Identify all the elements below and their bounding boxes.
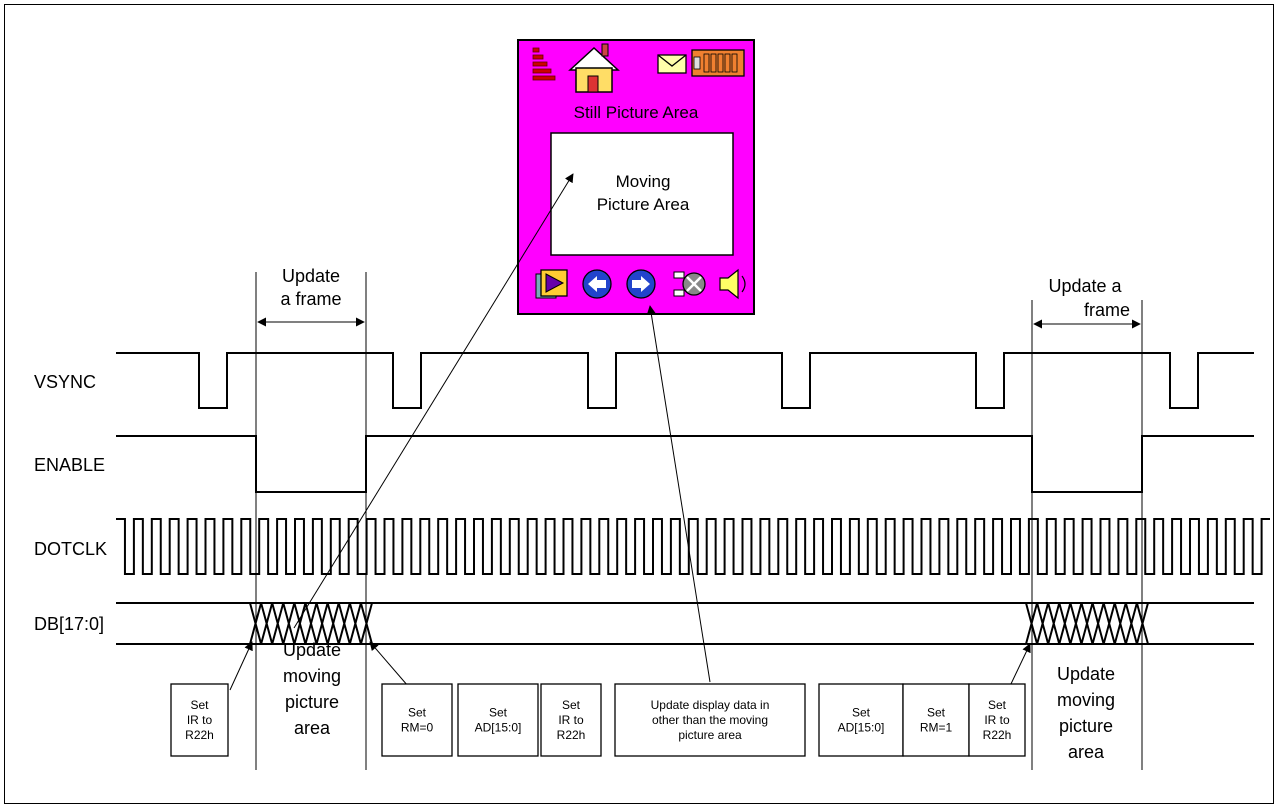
play-icon bbox=[535, 269, 568, 299]
command-box-5-line-1: Update display data in bbox=[651, 698, 770, 712]
arrow-box2-to-db bbox=[369, 641, 409, 687]
marker-lines bbox=[255, 272, 1143, 770]
command-box-4-line-2: IR to bbox=[558, 713, 584, 727]
command-box-6-line-2: AD[15:0] bbox=[838, 721, 885, 735]
command-box-3-line-1: Set bbox=[489, 706, 508, 720]
command-box-5-line-2: other than the moving bbox=[652, 713, 768, 727]
diagram-frame bbox=[4, 4, 1274, 804]
update-frame-right-2: frame bbox=[1084, 300, 1130, 320]
speaker-icon bbox=[719, 268, 746, 300]
command-box-2-line-1: Set bbox=[408, 706, 427, 720]
vsync-waveform bbox=[116, 352, 1254, 409]
moving-area-label-1: Moving bbox=[616, 172, 671, 191]
home-icon bbox=[568, 43, 620, 93]
db-label: DB[17:0] bbox=[34, 614, 104, 634]
update-frame-left-1: Update bbox=[282, 266, 340, 286]
mail-icon bbox=[657, 54, 687, 74]
command-box-7-line-2: RM=1 bbox=[920, 721, 953, 735]
db-data-burst-1 bbox=[249, 602, 373, 645]
command-box-8-line-1: Set bbox=[988, 698, 1007, 712]
network-icon bbox=[673, 271, 706, 297]
command-box-3-line-2: AD[15:0] bbox=[475, 721, 522, 735]
enable-label: ENABLE bbox=[34, 455, 105, 475]
still-picture-area-label: Still Picture Area bbox=[574, 103, 699, 122]
moving-picture-area bbox=[550, 132, 734, 256]
moving-area-label-2: Picture Area bbox=[597, 195, 690, 214]
update-frame-left-2: a frame bbox=[280, 289, 341, 309]
update-moving-right-3: picture bbox=[1059, 716, 1113, 736]
dotclk-label: DOTCLK bbox=[34, 539, 107, 559]
update-moving-left-2: moving bbox=[283, 666, 341, 686]
command-box-1-line-1: Set bbox=[190, 698, 209, 712]
arrow-to-still-area bbox=[646, 305, 711, 683]
update-moving-left-4: area bbox=[294, 718, 331, 738]
update-moving-left-1: Update bbox=[283, 640, 341, 660]
command-box-4-line-3: R22h bbox=[557, 728, 586, 742]
command-box-1-line-3: R22h bbox=[185, 728, 214, 742]
phone-display: Still Picture Area Moving Picture Area bbox=[517, 39, 755, 315]
update-moving-left-3: picture bbox=[285, 692, 339, 712]
update-moving-right-2: moving bbox=[1057, 690, 1115, 710]
dotclk-waveform bbox=[116, 518, 1270, 575]
command-box-5-line-3: picture area bbox=[678, 728, 742, 742]
command-box-6-line-1: Set bbox=[852, 706, 871, 720]
battery-icon bbox=[691, 49, 745, 77]
arrow-box1-to-db bbox=[229, 641, 253, 691]
command-box-8-line-3: R22h bbox=[983, 728, 1012, 742]
update-moving-right-4: area bbox=[1068, 742, 1105, 762]
db-data-burst-2 bbox=[1025, 602, 1149, 645]
command-box-8-line-2: IR to bbox=[984, 713, 1010, 727]
arrow-box8-to-db bbox=[1009, 643, 1031, 687]
command-box-4-line-1: Set bbox=[562, 698, 581, 712]
update-moving-right-1: Update bbox=[1057, 664, 1115, 684]
back-arrow-icon bbox=[582, 269, 612, 299]
db-bus bbox=[116, 602, 1254, 645]
arrow-to-moving-area bbox=[293, 173, 574, 629]
vsync-label: VSYNC bbox=[34, 372, 96, 392]
update-frame-right-1: Update a bbox=[1048, 276, 1122, 296]
enable-waveform bbox=[116, 435, 1254, 493]
command-box-7-line-1: Set bbox=[927, 706, 946, 720]
command-box-2-line-2: RM=0 bbox=[401, 721, 434, 735]
forward-arrow-icon bbox=[626, 269, 656, 299]
command-box-1-line-2: IR to bbox=[187, 713, 213, 727]
signal-bars-icon bbox=[532, 47, 556, 81]
